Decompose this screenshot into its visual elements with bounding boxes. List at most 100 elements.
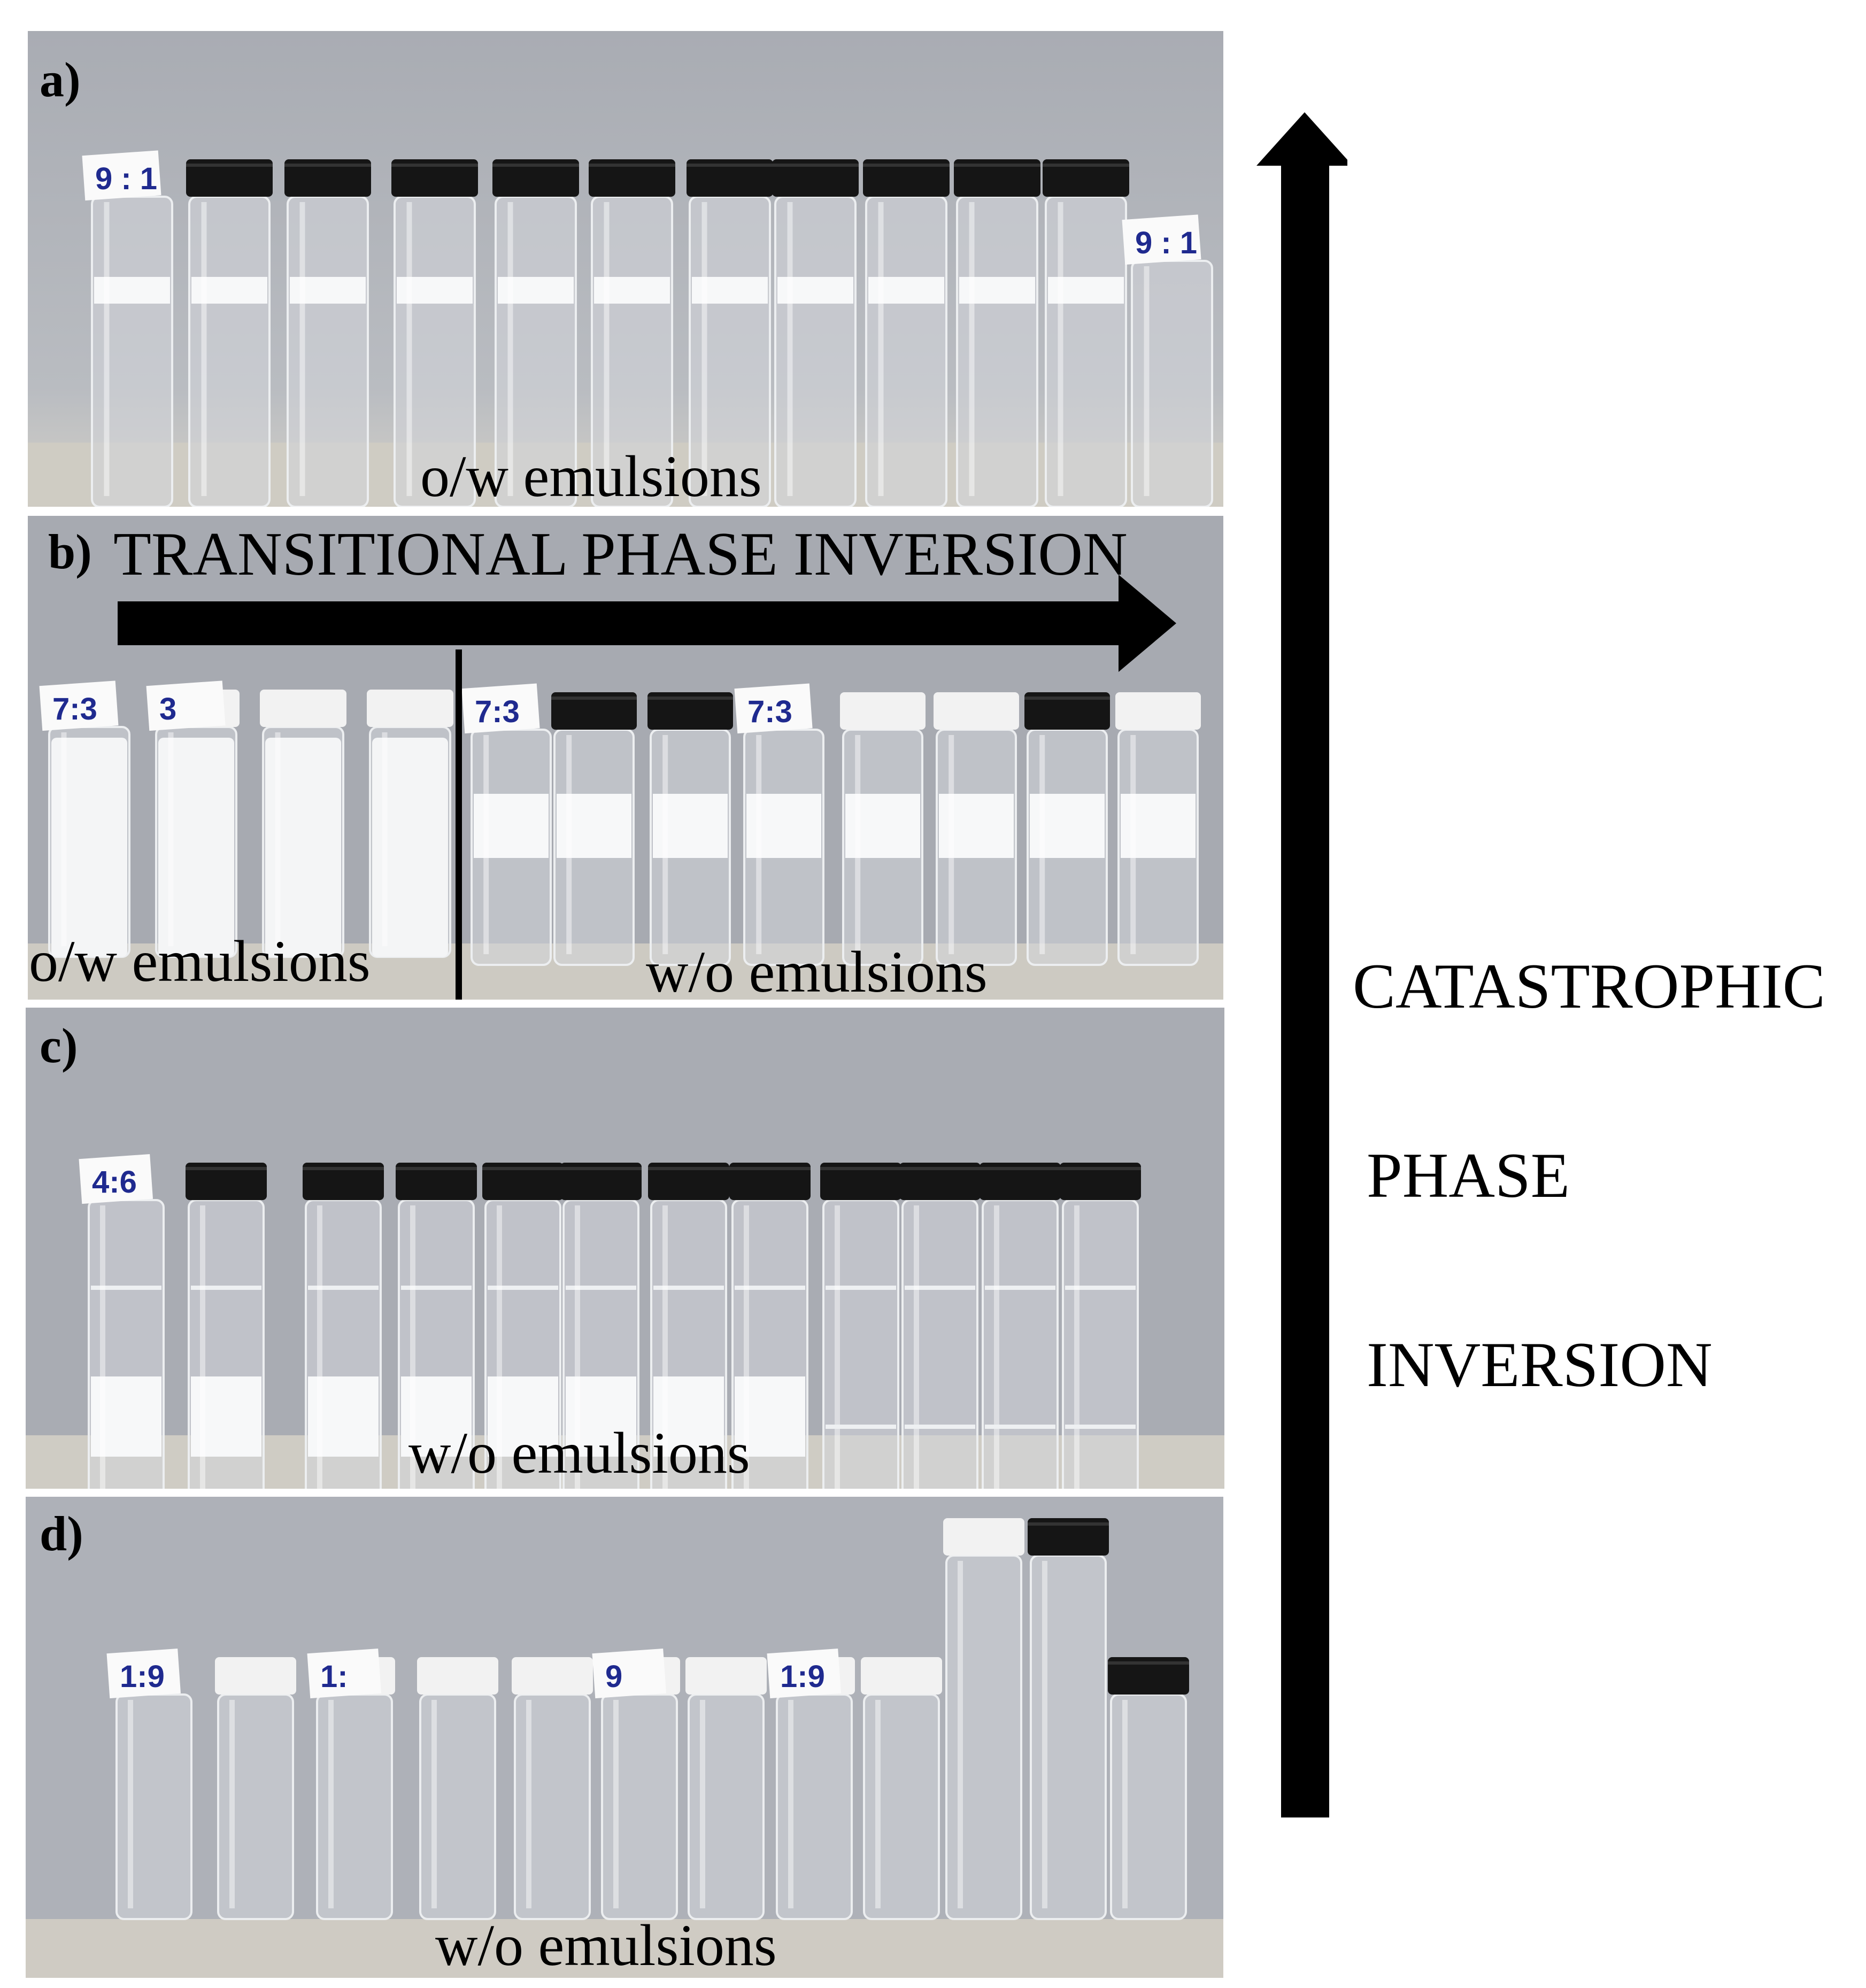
vial — [980, 1163, 1061, 1489]
vial — [303, 1163, 384, 1489]
panel-b-label: b) — [48, 524, 92, 579]
vial — [284, 159, 371, 507]
vial-cap-black — [560, 1163, 642, 1200]
svg-text:7:3: 7:3 — [52, 692, 97, 726]
vial-cap-black — [954, 159, 1040, 197]
svg-text:9 : 1: 9 : 1 — [1135, 226, 1197, 260]
vial — [215, 1657, 296, 1920]
vial: 7:3 — [461, 683, 552, 966]
vial: 1:9 — [106, 1648, 192, 1920]
vial-cap-black — [391, 159, 478, 197]
catastrophic-arrow — [1256, 112, 1347, 1817]
vial-tag: 1: — [307, 1648, 382, 1699]
vial: 1: — [307, 1648, 395, 1920]
vial-tag: 3 — [146, 680, 226, 731]
svg-text:7:3: 7:3 — [747, 694, 792, 729]
vial — [943, 1518, 1024, 1920]
vial-tag: 9 : 1 — [82, 150, 161, 201]
transitional-phase-inversion-label: TRANSITIONAL PHASE INVERSION — [113, 520, 1128, 589]
vial-cap-white — [260, 690, 346, 727]
divider-line — [456, 649, 462, 1000]
vial-cap-white — [1115, 692, 1201, 730]
vial — [954, 159, 1040, 507]
vial — [1024, 692, 1110, 966]
vial-tag: 7:3 — [734, 683, 813, 734]
vial-cap-white — [417, 1657, 498, 1695]
panel-d-label: d) — [40, 1506, 83, 1561]
vial — [647, 692, 733, 966]
vial — [512, 1657, 593, 1920]
vial-tag: 7:3 — [39, 680, 119, 731]
svg-text:1:9: 1:9 — [120, 1659, 165, 1694]
vial-tag: 9 : 1 — [1122, 214, 1201, 265]
panel-b-photo: 7:3 3 7:3 7:3 b) TRANSITIONAL PHASE INVERSI… — [28, 516, 1223, 1000]
vlabel-line-2: PHASE — [1367, 1140, 1570, 1211]
vial-cap-black — [1060, 1163, 1141, 1200]
vial — [492, 159, 579, 507]
vial-tag: 4:6 — [79, 1154, 153, 1204]
svg-text:9: 9 — [605, 1659, 622, 1694]
vial — [1060, 1163, 1141, 1489]
panel-c-vials: 4:6 — [26, 1008, 1224, 1489]
svg-text:1:9: 1:9 — [780, 1659, 825, 1694]
vial — [687, 159, 773, 507]
panel-b-caption-ow: o/w emulsions — [29, 929, 371, 994]
vial-cap-black — [1108, 1657, 1189, 1695]
vial-cap-black — [647, 692, 733, 730]
vial — [934, 692, 1019, 966]
vial — [1043, 159, 1129, 507]
vial-cap-black — [186, 1163, 267, 1200]
catastrophic-phase-inversion-label: CATASTROPHIC PHASE INVERSION — [1353, 829, 1825, 1459]
vial-cap-black — [729, 1163, 811, 1200]
vial — [186, 1163, 267, 1489]
transitional-arrow — [118, 575, 1176, 672]
vial — [729, 1163, 811, 1489]
vial — [861, 1657, 942, 1920]
vial: 7:3 — [734, 683, 824, 966]
vial-cap-white — [215, 1657, 296, 1695]
vial-cap-white — [840, 692, 926, 730]
vial-cap-black — [284, 159, 371, 197]
panel-c-caption: w/o emulsions — [408, 1420, 750, 1486]
panel-b-caption-wo: w/o emulsions — [646, 939, 988, 1000]
vial — [1028, 1518, 1109, 1920]
vial-cap-black — [863, 159, 950, 197]
vial — [772, 159, 859, 507]
vial — [820, 1163, 901, 1489]
vial — [648, 1163, 729, 1489]
vial-cap-black — [899, 1163, 981, 1200]
vial — [260, 690, 346, 958]
vial-cap-black — [589, 159, 675, 197]
vial-cap-black — [186, 159, 273, 197]
vial: 7:3 — [39, 680, 130, 958]
vlabel-line-3: INVERSION — [1367, 1329, 1713, 1400]
vial — [186, 159, 273, 507]
svg-text:3: 3 — [159, 692, 176, 726]
panel-d-caption: w/o emulsions — [435, 1913, 777, 1978]
vial — [685, 1657, 767, 1920]
vial-tag: 1:9 — [106, 1648, 181, 1699]
vial — [1115, 692, 1201, 966]
vial-cap-white — [934, 692, 1019, 730]
vial-cap-black — [1028, 1518, 1109, 1556]
vial-cap-black — [772, 159, 859, 197]
vial-cap-black — [396, 1163, 477, 1200]
vial-cap-black — [303, 1163, 384, 1200]
svg-text:1:: 1: — [320, 1659, 348, 1694]
vial — [863, 159, 950, 507]
panel-a-caption: o/w emulsions — [420, 444, 762, 507]
vial-cap-black — [820, 1163, 901, 1200]
vial — [560, 1163, 642, 1489]
vial-cap-black — [492, 159, 579, 197]
vial — [840, 692, 926, 966]
svg-text:7:3: 7:3 — [475, 694, 520, 729]
vial — [417, 1657, 498, 1920]
panel-a-vials: 9 : 1 9 : 1 — [28, 31, 1223, 507]
vial-tag: 1:9 — [767, 1648, 842, 1699]
vial-cap-white — [861, 1657, 942, 1695]
vial-cap-white — [367, 690, 453, 727]
vial — [589, 159, 675, 507]
vial: 9 : 1 — [1122, 214, 1213, 507]
